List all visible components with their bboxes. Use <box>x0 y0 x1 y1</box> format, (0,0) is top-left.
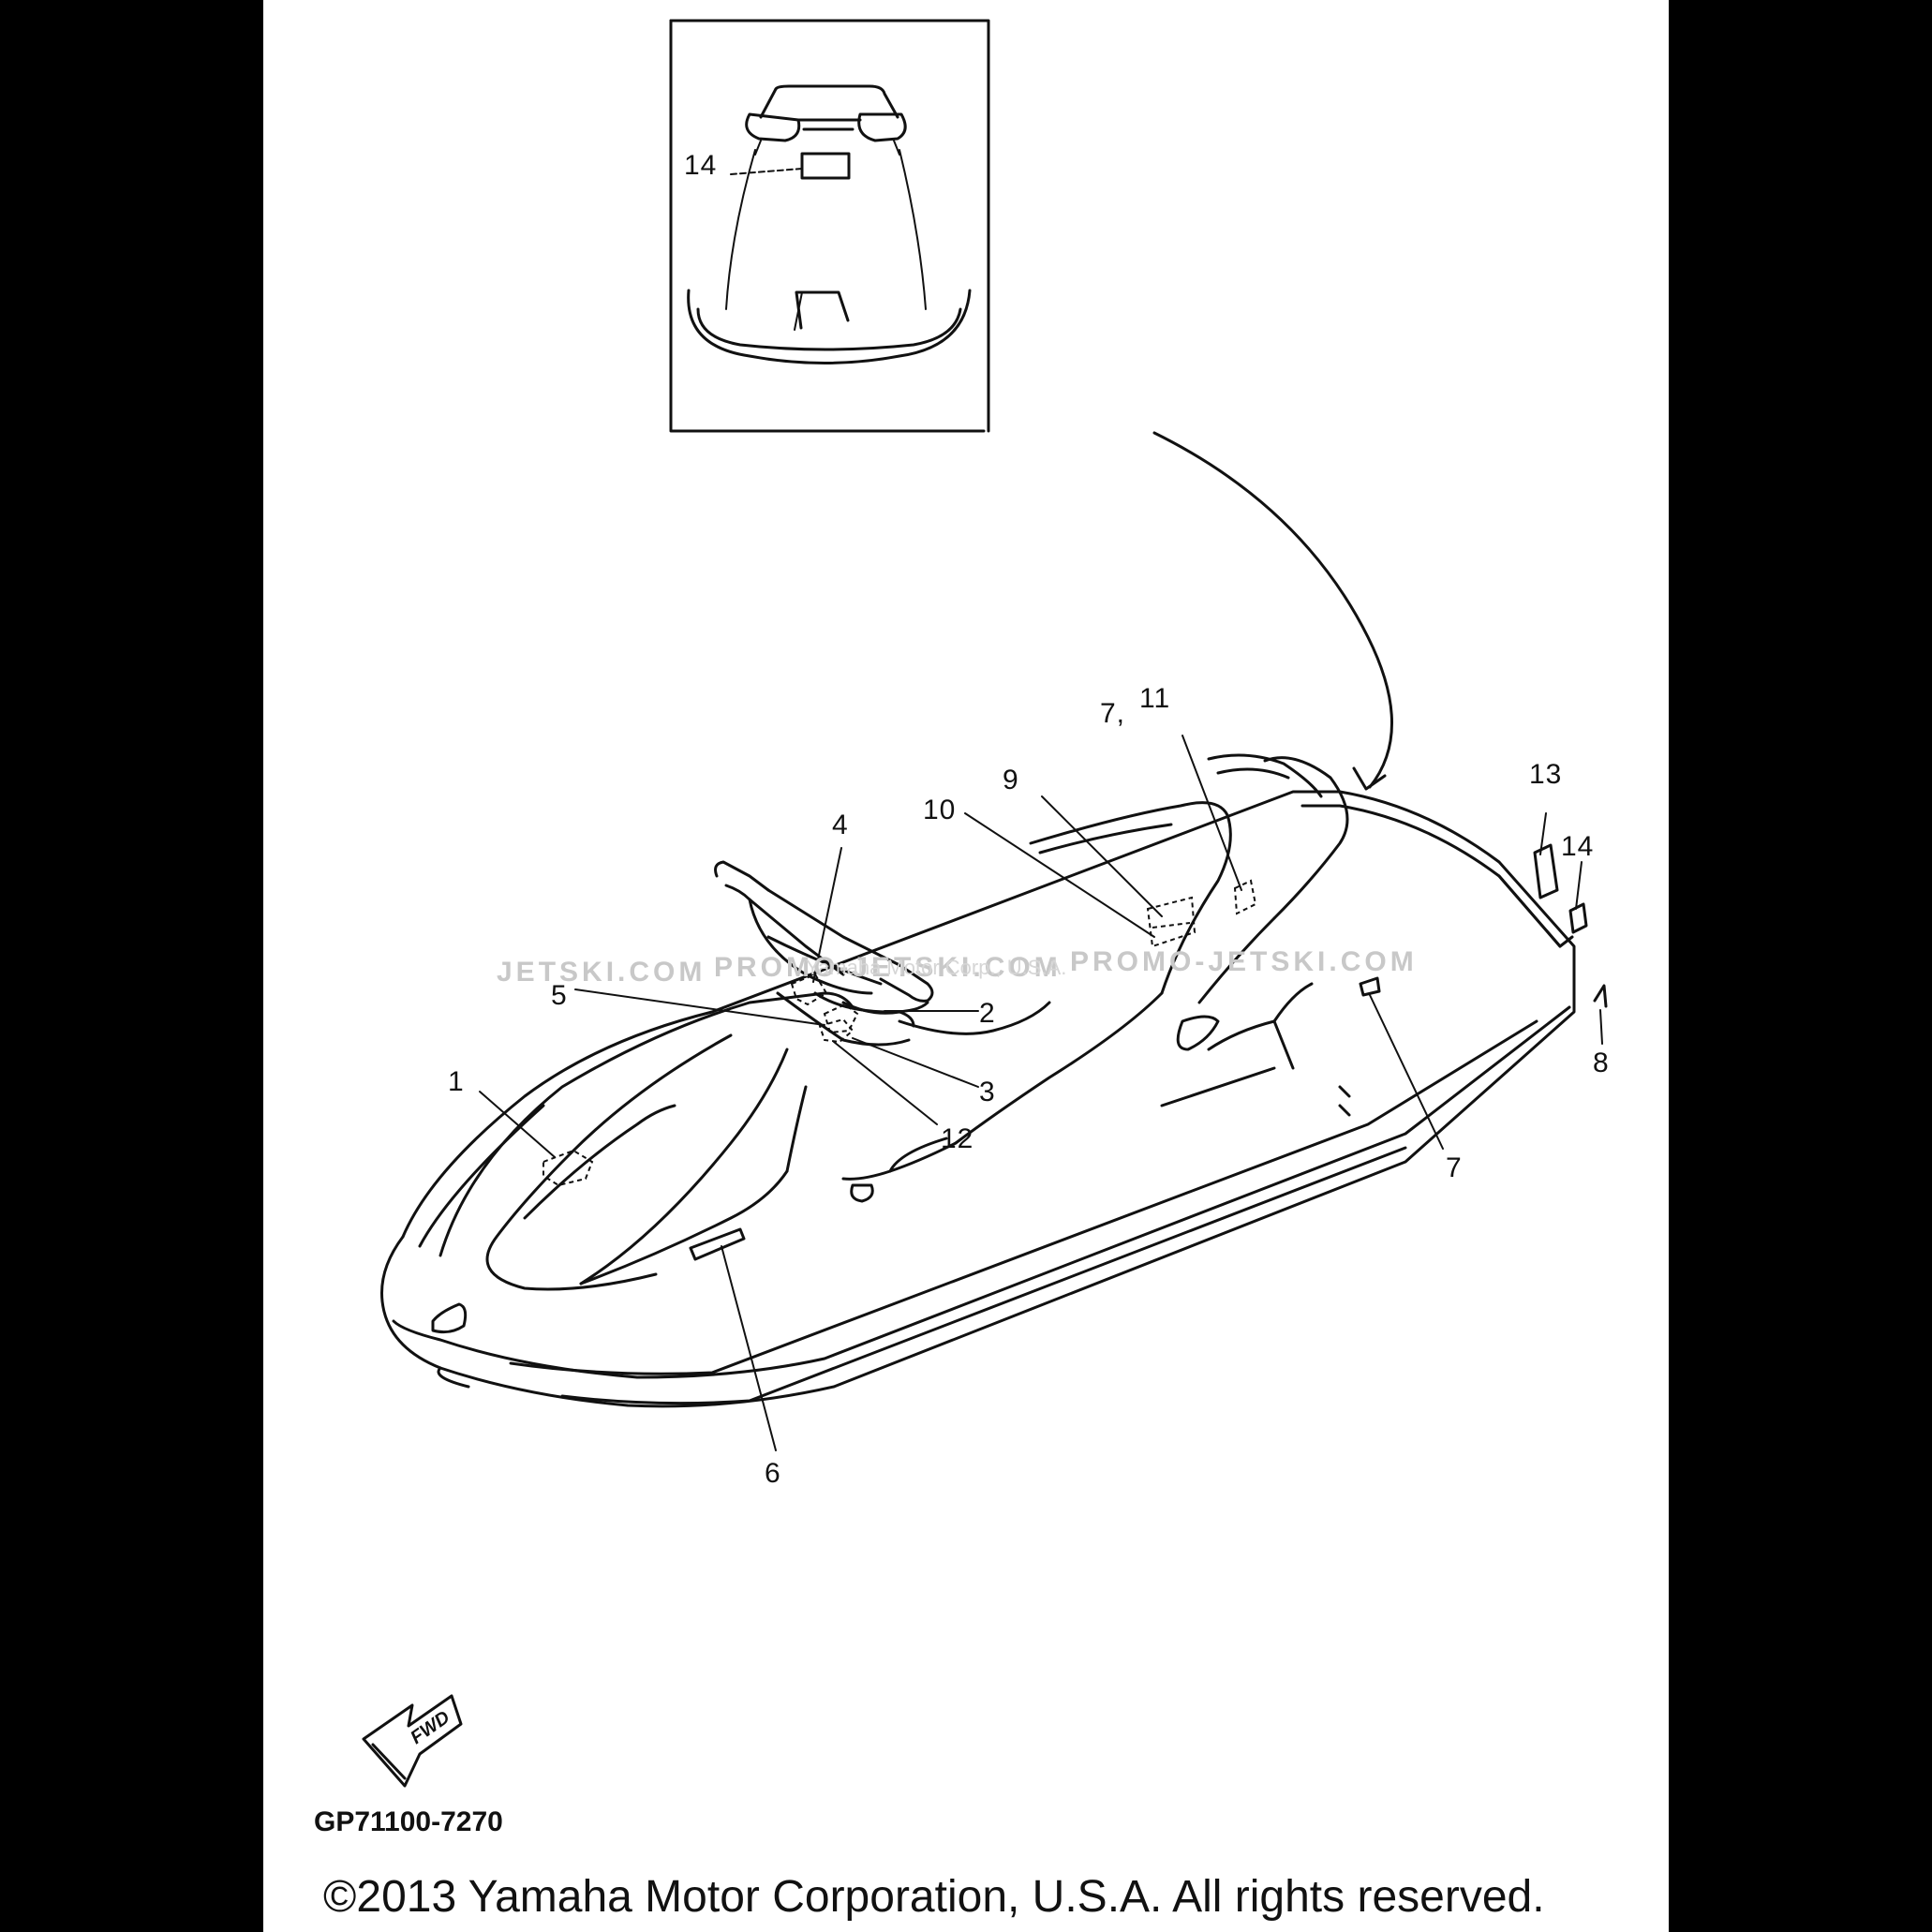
callout-14-inset: 14 <box>684 150 717 181</box>
inset-rear-view <box>669 19 990 433</box>
callout-8: 8 <box>1593 1048 1610 1078</box>
watermark-faint: Yamaha Motor Corp., U.S.A. <box>806 956 1066 979</box>
fwd-label: FWD <box>407 1707 453 1748</box>
callout-10: 10 <box>923 795 956 825</box>
callout-numbers: 1 2 3 4 5 6 7 7, 11 8 9 10 12 13 14 <box>448 683 1610 1489</box>
watermark-promo-middle: PROMO-JETSKI.COM <box>714 952 1062 983</box>
drawing-sheet <box>263 0 1669 1932</box>
watermark-promo-right: PROMO-JETSKI.COM <box>1070 946 1418 977</box>
callout-5: 5 <box>551 980 568 1011</box>
view-arrow <box>1152 431 1393 791</box>
part-number: GP71100-7270 <box>314 1806 503 1837</box>
callout-11: 11 <box>1139 683 1170 714</box>
watercraft-drawing <box>380 753 1576 1408</box>
fwd-arrow-icon: FWD <box>362 1694 463 1788</box>
leader-lines <box>479 735 1603 1451</box>
watermarks: JETSKI.COM PROMO-JETSKI.COM PROMO-JETSKI… <box>497 946 1418 988</box>
callout-7-seat: 7, <box>1100 698 1125 729</box>
watermark-jetski: JETSKI.COM <box>497 957 706 988</box>
copyright-notice: ©2013 Yamaha Motor Corporation, U.S.A. A… <box>323 1872 1545 1922</box>
callout-9: 9 <box>1003 765 1019 795</box>
callout-2: 2 <box>979 998 996 1029</box>
callout-4: 4 <box>832 810 849 840</box>
callout-3: 3 <box>979 1077 996 1107</box>
callout-14-right: 14 <box>1561 831 1594 862</box>
callout-1: 1 <box>448 1066 465 1097</box>
callout-6: 6 <box>765 1458 781 1489</box>
callout-12: 12 <box>941 1123 973 1154</box>
callout-13: 13 <box>1529 759 1562 790</box>
callout-7-side: 7 <box>1446 1152 1463 1183</box>
